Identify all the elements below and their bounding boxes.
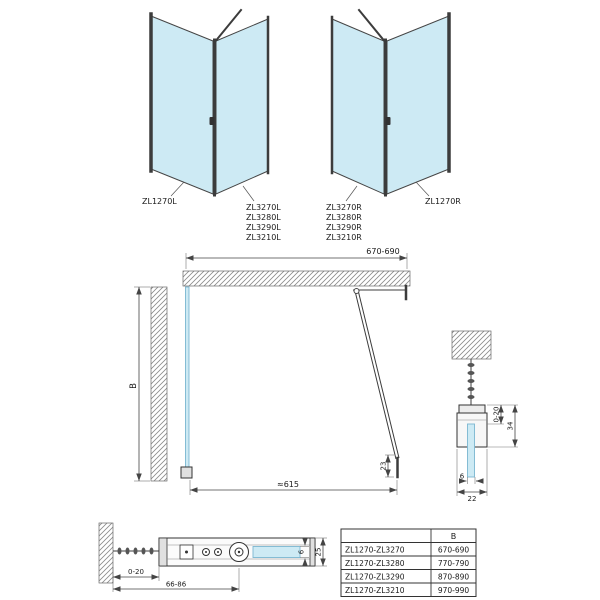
profile-left-cap — [158, 537, 168, 567]
front-wall — [98, 522, 114, 584]
rod-thread — [141, 547, 146, 555]
screw-dot — [185, 550, 188, 554]
label-left-door-3: ZL3210L — [246, 233, 281, 242]
profile-right-cap — [309, 537, 316, 567]
wall-profile-section: 0-20 34 6 22 — [451, 330, 518, 503]
dim-clear-width: ≈615 — [277, 480, 299, 489]
dim-height-25: 25 — [315, 548, 323, 557]
dim-adjust: 0-20 — [128, 568, 144, 576]
table-row-1-model: ZL1270-ZL3280 — [345, 559, 405, 568]
rod-thread — [125, 547, 130, 555]
rod-thread — [467, 387, 475, 391]
rod-thread — [467, 379, 475, 383]
left-view-door-glass — [215, 18, 269, 195]
front-glass — [252, 546, 301, 558]
plan-left-wall — [150, 286, 168, 482]
section-glass — [467, 423, 475, 478]
table-row-0-model: ZL1270-ZL3270 — [345, 546, 405, 555]
rod-thread — [467, 395, 475, 399]
dim-range-66-86: 66-86 — [166, 581, 187, 589]
label-right-side-panel: ZL1270R — [425, 197, 461, 206]
screw-dot — [217, 551, 219, 553]
right-view-door-glass — [331, 18, 385, 195]
dim-glass-6: 6 — [298, 549, 306, 554]
dim-width-22: 22 — [468, 495, 477, 503]
right-view-fixed-panel-glass — [386, 15, 450, 195]
dim-adjust: 0-20 — [493, 407, 501, 423]
dim-glass-6: 6 — [460, 473, 465, 481]
left-view-fixed-panel-glass — [150, 15, 214, 195]
plan-panel-foot — [180, 466, 193, 479]
label-left-door-2: ZL3290L — [246, 223, 281, 232]
dim-height-34: 34 — [507, 421, 515, 430]
label-right-door-1: ZL3280R — [326, 213, 362, 222]
right-variant-view: ZL1270R ZL3270R ZL3280R ZL3290R ZL3210R — [326, 8, 461, 242]
table-row-1-b: 770-790 — [438, 559, 470, 568]
left-variant-view: ZL1270L ZL3270L ZL3280L ZL3290L ZL3210L — [142, 8, 281, 242]
screw-dot — [205, 551, 207, 553]
rod-thread — [149, 547, 154, 555]
label-right-door-2: ZL3290R — [326, 223, 362, 232]
leader-line — [170, 181, 185, 197]
table-header-b: B — [451, 532, 457, 541]
right-view-door-knob — [385, 117, 391, 125]
rod-thread — [467, 363, 475, 367]
table-row-2-b: 870-890 — [438, 573, 470, 582]
table-row-3-model: ZL1270-ZL3210 — [345, 586, 405, 595]
left-view-door-knob — [209, 117, 215, 125]
plan-fixed-panel — [185, 286, 190, 468]
rod-thread — [467, 371, 475, 375]
section-wall — [451, 330, 492, 360]
size-table: B ZL1270-ZL3270 670-690 ZL1270-ZL3280 77… — [340, 528, 477, 597]
dim-profile-23: 23 — [380, 462, 388, 471]
table-row-2-model: ZL1270-ZL3290 — [345, 573, 405, 582]
label-left-door-0: ZL3270L — [246, 203, 281, 212]
rod-thread — [133, 547, 138, 555]
pivot-center — [237, 550, 241, 554]
plan-door-pivot — [353, 288, 360, 294]
label-left-side-panel: ZL1270L — [142, 197, 177, 206]
dim-depth-b: B — [129, 383, 139, 389]
plan-open-door-line-1 — [354, 290, 397, 460]
label-left-door-1: ZL3280L — [246, 213, 281, 222]
label-right-door-3: ZL3210R — [326, 233, 362, 242]
pivot-hinge-inner — [234, 547, 244, 557]
leader-line — [242, 185, 255, 202]
plan-open-door-line-2 — [357, 289, 400, 459]
left-view-support-arm — [212, 8, 243, 45]
bracket-plate — [458, 404, 486, 414]
leader-line — [415, 181, 430, 197]
plan-top-wall — [182, 270, 411, 287]
right-view-support-arm — [357, 8, 388, 45]
table-row-3-b: 970-990 — [438, 586, 470, 595]
front-profile-section: 6 25 0-20 66-86 — [98, 522, 327, 592]
rod-thread — [117, 547, 122, 555]
plan-view: 670-690 B ≈615 23 — [129, 247, 411, 495]
leader-line — [345, 185, 358, 202]
label-right-door-0: ZL3270R — [326, 203, 362, 212]
table-border — [340, 528, 477, 597]
table-row-0-b: 670-690 — [438, 546, 470, 555]
dim-width: 670-690 — [366, 247, 399, 256]
